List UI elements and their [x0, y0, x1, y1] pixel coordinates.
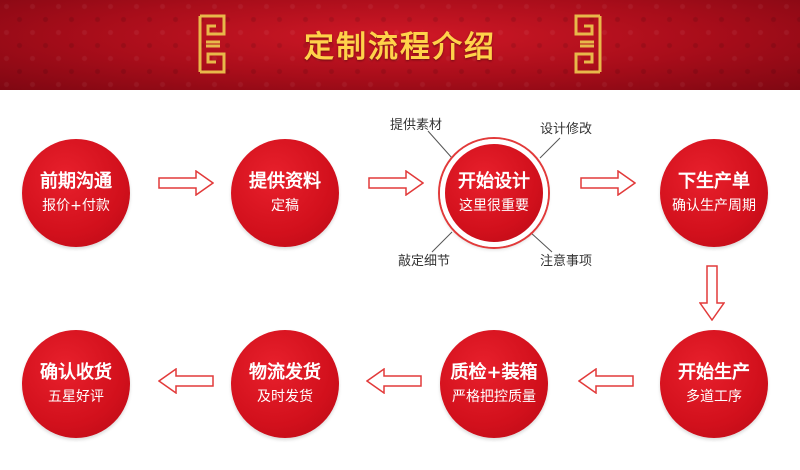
arrow-right-icon — [368, 170, 424, 196]
step-confirm-receipt: 确认收货 五星好评 — [22, 330, 130, 438]
step-title: 开始生产 — [678, 362, 750, 383]
step-subtitle: 多道工序 — [686, 389, 742, 405]
step-provide-materials: 提供资料 定稿 — [231, 139, 339, 247]
step-logistics-shipping: 物流发货 及时发货 — [231, 330, 339, 438]
step-title: 前期沟通 — [40, 171, 112, 192]
arrow-left-icon — [578, 368, 634, 394]
step-start-production: 开始生产 多道工序 — [660, 330, 768, 438]
step-subtitle: 确认生产周期 — [672, 198, 756, 214]
arrow-right-icon — [580, 170, 636, 196]
step-title: 确认收货 — [40, 362, 112, 383]
step-initial-communication: 前期沟通 报价+付款 — [22, 139, 130, 247]
step-title: 质检+装箱 — [450, 362, 538, 383]
fret-ornament-icon — [198, 14, 226, 74]
design-note-bottom-left: 敲定细节 — [398, 254, 451, 269]
step-subtitle: 报价+付款 — [42, 198, 110, 214]
step-quality-check-packing: 质检+装箱 严格把控质量 — [440, 330, 548, 438]
header-banner: 定制流程介绍 — [0, 0, 800, 90]
design-note-top-left: 提供素材 — [390, 118, 443, 133]
step-title: 下生产单 — [678, 171, 750, 192]
step-start-design: 开始设计 这里很重要 — [440, 139, 548, 247]
arrow-right-icon — [158, 170, 214, 196]
arrow-left-icon — [158, 368, 214, 394]
step-subtitle: 严格把控质量 — [452, 389, 536, 405]
step-title: 提供资料 — [249, 171, 321, 192]
fret-ornament-icon — [574, 14, 602, 74]
arrow-left-icon — [366, 368, 422, 394]
page-title: 定制流程介绍 — [304, 30, 496, 65]
step-title: 物流发货 — [249, 362, 321, 383]
design-note-top-right: 设计修改 — [540, 122, 593, 137]
step-subtitle: 及时发货 — [257, 389, 313, 405]
step-title: 开始设计 — [458, 171, 530, 192]
step-subtitle: 定稿 — [271, 198, 299, 214]
step-subtitle: 这里很重要 — [459, 198, 529, 214]
design-note-bottom-right: 注意事项 — [540, 254, 593, 269]
step-production-order: 下生产单 确认生产周期 — [660, 139, 768, 247]
arrow-down-icon — [699, 265, 725, 321]
step-subtitle: 五星好评 — [48, 389, 104, 405]
